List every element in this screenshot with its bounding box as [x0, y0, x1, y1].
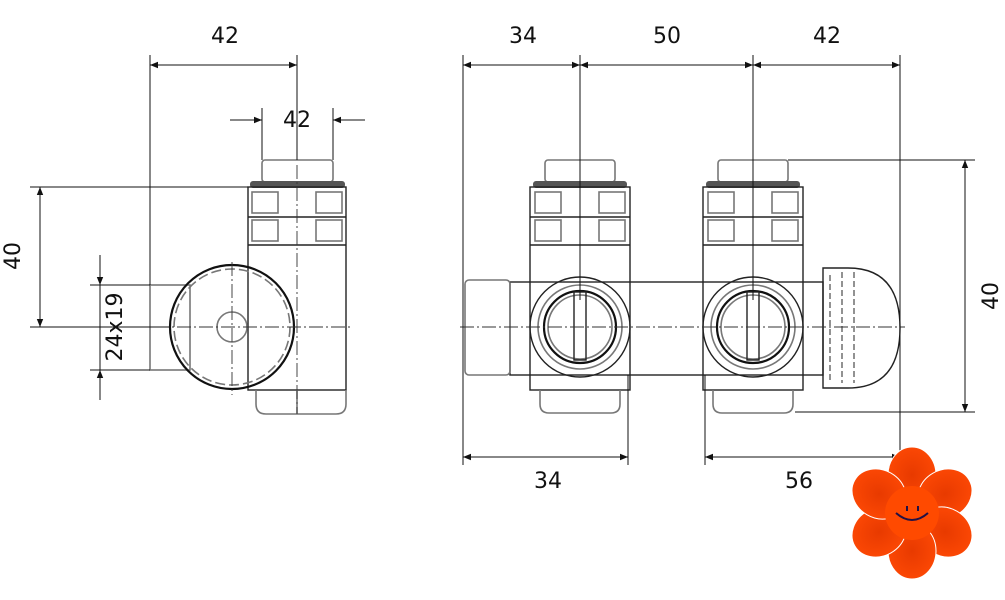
dim-front-height: 40 — [979, 282, 1004, 310]
dim-front-top-left: 34 — [509, 24, 537, 49]
dim-side-nut-width: 42 — [283, 108, 311, 133]
dim-front-top-right: 42 — [813, 24, 841, 49]
dim-front-top-center: 50 — [653, 24, 681, 49]
dim-side-height: 40 — [1, 242, 26, 270]
dim-side-top-width: 42 — [211, 24, 239, 49]
smiling-flower-logo-icon — [851, 446, 973, 580]
horizontal-body — [509, 281, 824, 376]
thermostatic-knob — [822, 267, 901, 389]
side-view — [149, 159, 350, 415]
dim-front-bottom-right: 56 — [785, 469, 813, 494]
left-cap — [464, 279, 511, 376]
front-view-dimensions: 34 50 42 40 34 56 — [462, 24, 1004, 494]
dim-front-bottom-left: 34 — [534, 469, 562, 494]
side-view-dimensions: 42 42 40 24x19 — [1, 24, 365, 400]
front-view — [460, 159, 905, 414]
top-nut — [250, 159, 345, 188]
bottom-foot — [255, 390, 347, 415]
dim-side-thread: 24x19 — [103, 292, 128, 361]
